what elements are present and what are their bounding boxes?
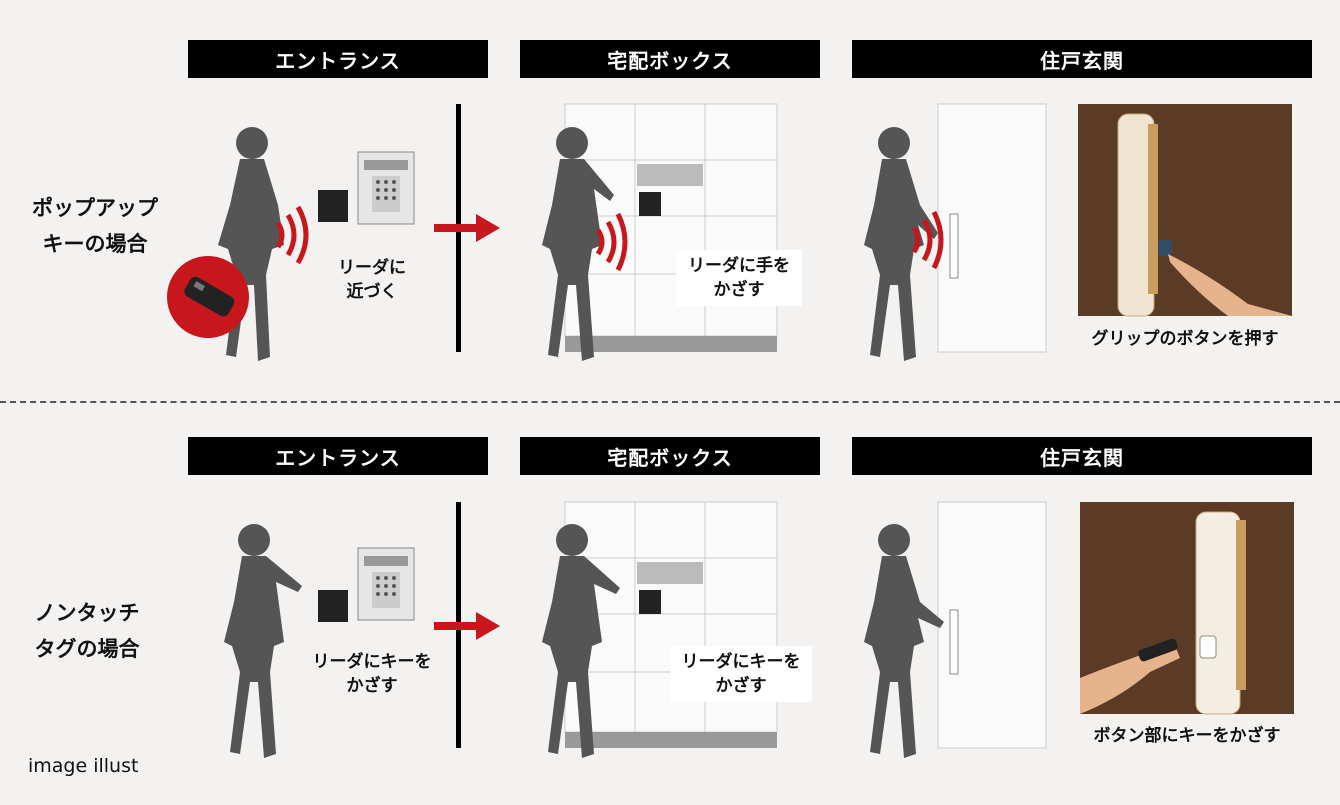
header-delivery-box-1: 宅配ボックス (520, 40, 820, 78)
header-door-1: 住戸玄関 (852, 40, 1312, 78)
caption-line2: かざす (346, 676, 398, 696)
signal-waves-icon (275, 205, 309, 265)
arrow-right-icon (434, 214, 500, 242)
row-label-line1: ノンタッチ (34, 601, 140, 625)
header-door-2: 住戸玄関 (852, 437, 1312, 475)
signal-waves-icon (595, 212, 628, 272)
box-caption-1: リーダに手を かざす (676, 250, 802, 306)
entrance-door-icon (937, 103, 1047, 353)
grip-button-photo (1078, 104, 1292, 317)
person-silhouette-icon (542, 524, 620, 758)
row-label-nontouch-tag: ノンタッチ タグの場合 (12, 595, 162, 667)
signal-waves-icon (911, 210, 944, 270)
door-caption-2: ボタン部にキーをかざす (1093, 726, 1281, 746)
intercom-panel-icon (357, 547, 415, 621)
person-silhouette-icon (864, 127, 938, 361)
footer-note: image illust (28, 755, 139, 777)
row-label-line2: タグの場合 (34, 637, 140, 661)
person-silhouette-icon (542, 127, 614, 361)
caption-line2: かざす (715, 676, 767, 696)
caption-line2: 近づく (346, 282, 398, 302)
caption-line1: リーダに (338, 258, 406, 278)
row-label-line2: キーの場合 (42, 232, 148, 256)
caption-line1: リーダにキーを (681, 652, 801, 672)
tag-button-photo (1080, 502, 1294, 715)
card-reader-icon (318, 590, 348, 622)
header-entrance-1: エントランス (188, 40, 488, 78)
person-silhouette-icon (224, 524, 302, 758)
entrance-caption-2: リーダにキーを かざす (304, 650, 440, 698)
box-caption-2: リーダにキーを かざす (670, 646, 812, 702)
entrance-caption-1: リーダに 近づく (322, 256, 422, 304)
header-delivery-box-2: 宅配ボックス (520, 437, 820, 475)
door-caption-1: グリップのボタンを押す (1091, 329, 1279, 349)
caption-line2: かざす (713, 280, 765, 300)
entrance-door-icon (937, 501, 1047, 749)
card-reader-icon (318, 190, 348, 222)
caption-line1: リーダに手を (688, 256, 790, 276)
row-label-line1: ポップアップ (32, 196, 158, 220)
intercom-panel-icon (357, 151, 415, 225)
row-label-popup-key: ポップアップ キーの場合 (20, 190, 170, 262)
header-entrance-2: エントランス (188, 437, 488, 475)
arrow-right-icon (434, 612, 500, 640)
section-divider (0, 401, 1340, 403)
caption-line1: リーダにキーを (312, 652, 432, 672)
person-silhouette-icon (864, 524, 944, 758)
popup-key-badge-icon (167, 256, 249, 338)
